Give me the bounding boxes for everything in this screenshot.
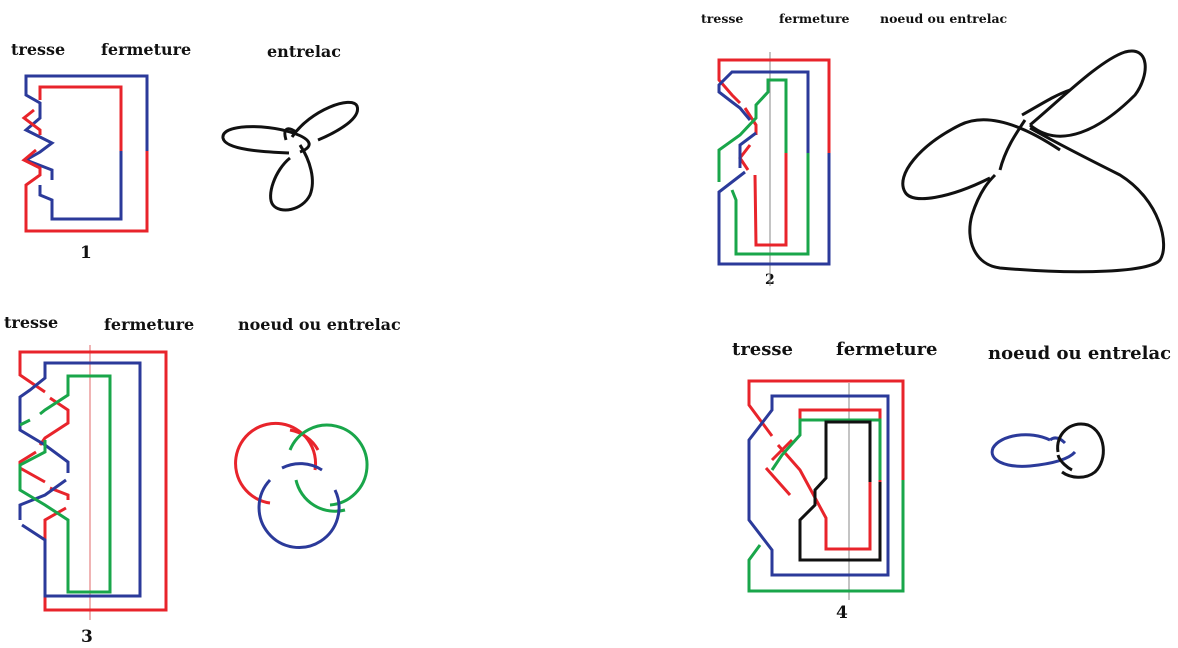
panel2-braid-label: tresse	[701, 11, 744, 26]
panel3-borromean-rings	[234, 421, 369, 549]
panel4-result-label: noeud ou entrelac	[988, 343, 1172, 364]
panel1-link	[221, 100, 359, 212]
panel1-braid-label: tresse	[11, 40, 66, 59]
panel4-number: 4	[836, 603, 848, 623]
panel3-closure-label: fermeture	[104, 315, 195, 334]
panel3-number: 3	[81, 627, 93, 647]
panel1-braid-closure	[21, 74, 149, 233]
panel2-closure-label: fermeture	[779, 11, 850, 26]
panel3-braid-label: tresse	[4, 313, 59, 332]
panel1-closure-label: fermeture	[101, 40, 192, 59]
panel2-result-label: noeud ou entrelac	[880, 11, 1008, 26]
panel4-hopf-link	[990, 422, 1105, 479]
panel4-closure-label: fermeture	[836, 339, 938, 360]
panel2-braid-closure	[717, 52, 831, 286]
panel2-knot	[901, 49, 1166, 274]
panel4-braid-closure	[747, 379, 905, 600]
panel3-result-label: noeud ou entrelac	[238, 315, 401, 334]
panel4-braid-label: tresse	[732, 339, 793, 360]
panel1-result-label: entrelac	[267, 42, 341, 61]
panel1-number: 1	[80, 243, 92, 263]
panel3-braid-closure	[18, 345, 168, 620]
